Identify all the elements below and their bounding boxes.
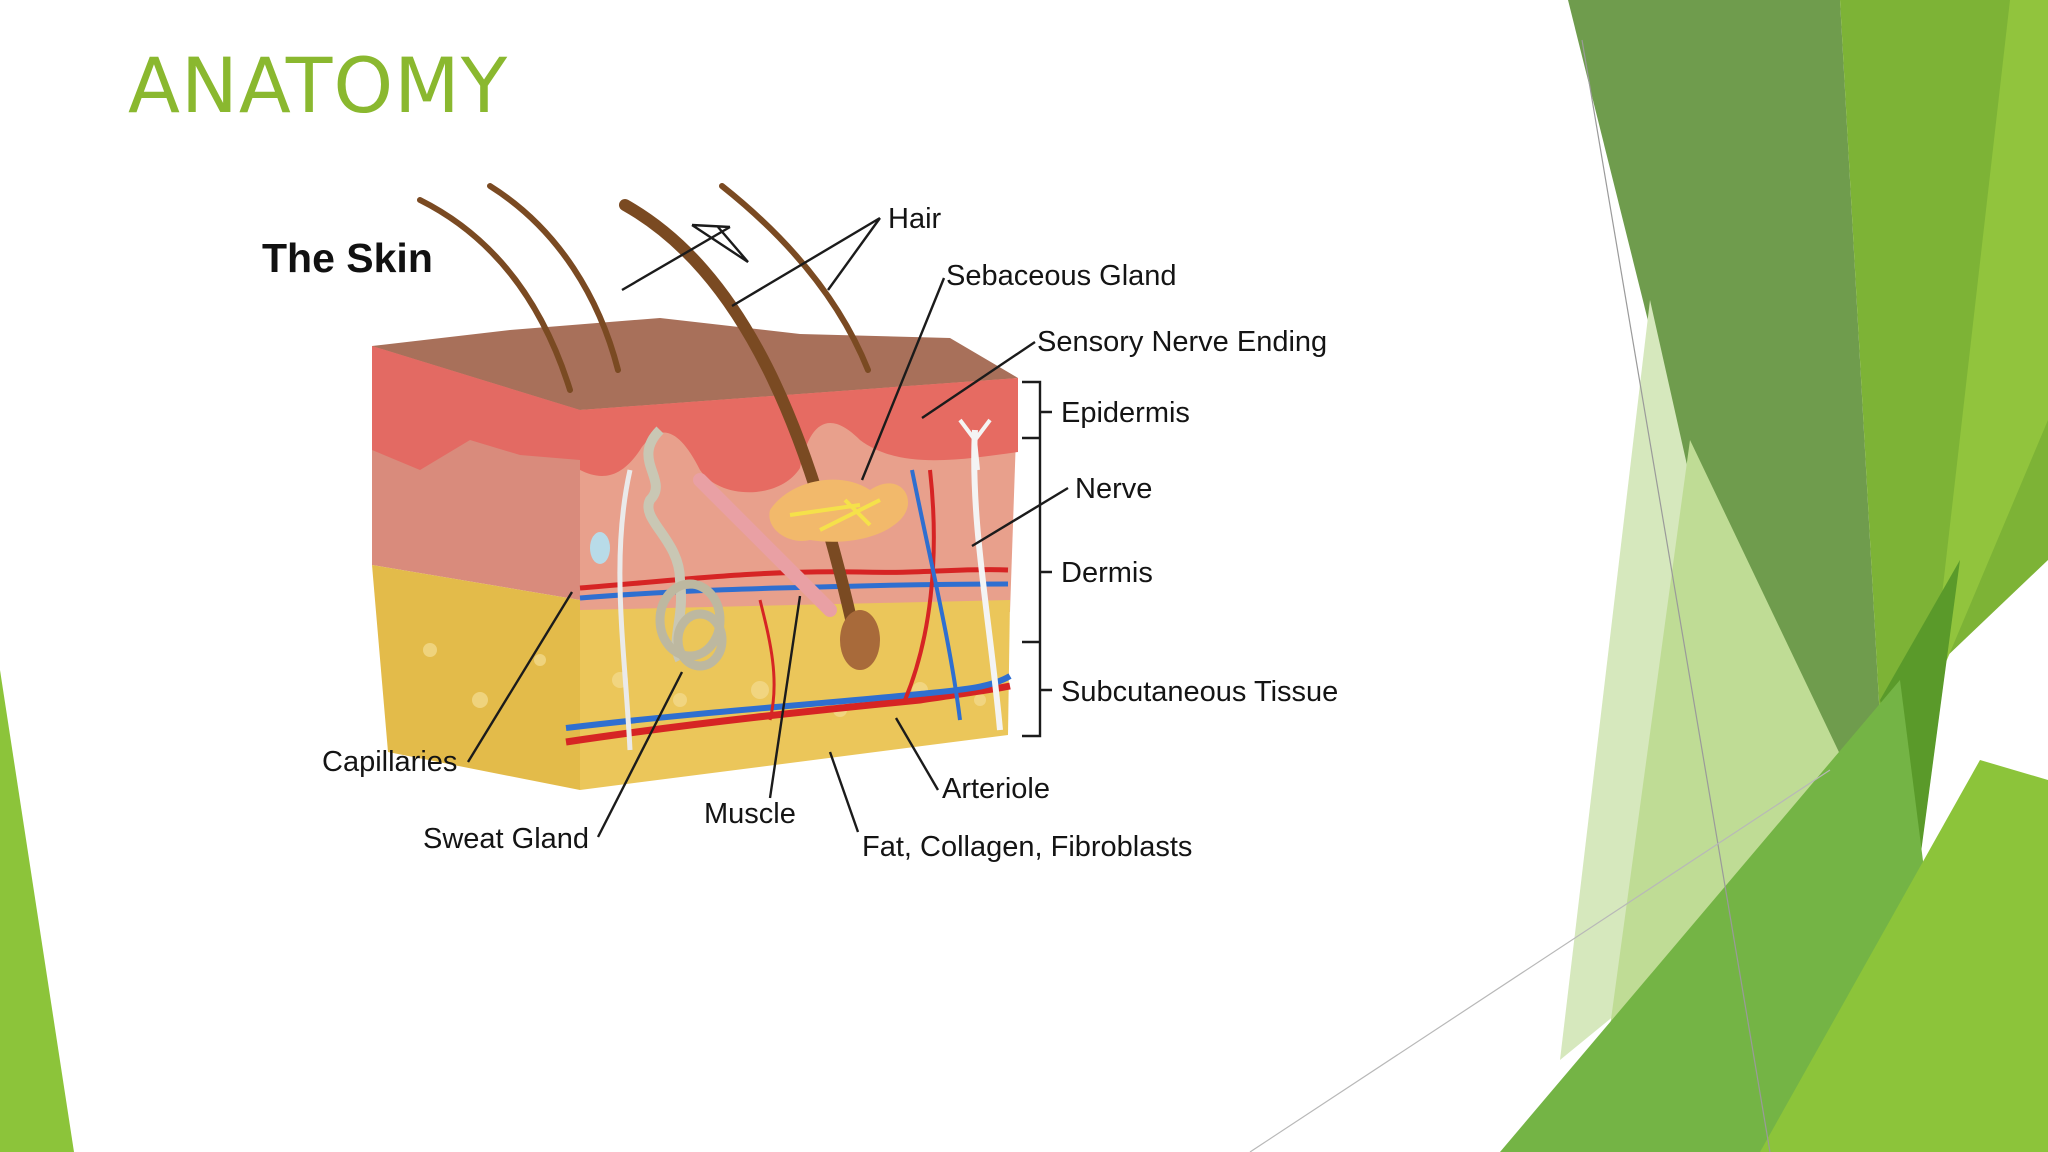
sweat-gland-coil xyxy=(655,579,727,671)
artery-lower xyxy=(565,682,1011,746)
sweat-gland-leader xyxy=(596,671,684,838)
label-hair: Hair xyxy=(888,203,942,235)
left-face-subcutaneous xyxy=(372,565,580,790)
label-sensory-nerve-ending: Sensory Nerve Ending xyxy=(1037,326,1327,358)
label-sebaceous-gland: Sebaceous Gland xyxy=(946,260,1177,292)
diagram-title: The Skin xyxy=(262,235,433,281)
sensory-nerve xyxy=(971,429,1003,731)
sensory-leader xyxy=(921,341,1036,419)
nerve-leader xyxy=(971,486,1069,548)
left-face-epidermis xyxy=(372,346,580,470)
arrector-muscle xyxy=(693,473,837,617)
hair-strand xyxy=(487,183,621,373)
label-arteriole: Arteriole xyxy=(942,773,1050,805)
arteriole-leader xyxy=(894,717,940,791)
front-face-subcutaneous xyxy=(580,600,1010,790)
label-capillaries: Capillaries xyxy=(322,746,457,778)
label-epidermis: Epidermis xyxy=(1061,397,1190,429)
label-dermis: Dermis xyxy=(1061,557,1153,589)
hair-leader xyxy=(621,223,749,292)
hair-strand xyxy=(719,183,871,373)
label-subcutaneous-tissue: Subcutaneous Tissue xyxy=(1061,676,1338,708)
hair-strand xyxy=(417,197,573,393)
label-muscle: Muscle xyxy=(704,798,796,830)
capillary-branch xyxy=(758,599,776,721)
label-fat-collagen-fibroblasts: Fat, Collagen, Fibroblasts xyxy=(862,831,1192,863)
label-sweat-gland: Sweat Gland xyxy=(423,823,589,855)
hair-follicle xyxy=(840,610,880,670)
hair-shaft xyxy=(619,199,866,666)
slide-title: ANATOMY xyxy=(128,41,509,130)
hair-leader-2 xyxy=(731,216,881,308)
sebaceous-gland xyxy=(769,479,909,542)
artery-vertical xyxy=(903,469,936,701)
muscle-leader xyxy=(768,595,802,799)
capillaries-leader xyxy=(466,591,574,763)
vein-vertical xyxy=(910,469,962,721)
label-nerve: Nerve xyxy=(1075,473,1152,505)
sebaceous-leader xyxy=(860,277,946,481)
layer-bracket xyxy=(1022,380,1052,738)
fat-leader xyxy=(828,751,860,833)
